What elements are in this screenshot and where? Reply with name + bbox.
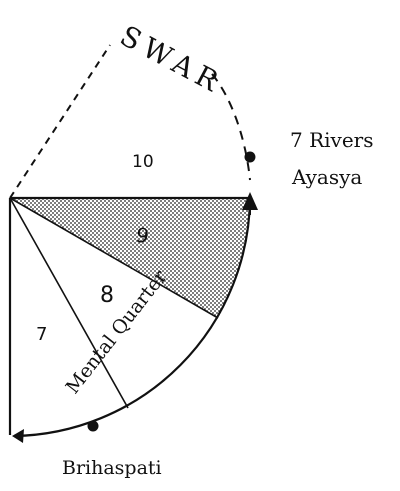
brihaspati-dot: [87, 420, 99, 432]
ayasya-label: Ayasya: [291, 165, 362, 189]
rivers-label: 7 Rivers: [290, 128, 374, 152]
swar-dashed-arc: [9, 44, 111, 199]
rivers-dot: [244, 151, 256, 163]
sector-7-label: 7: [36, 324, 47, 345]
sector-9-label: 9: [134, 223, 151, 249]
radius-9-8: [9, 197, 219, 319]
sector-8-label: 8: [100, 283, 114, 308]
swar-dashed-outer-arc: [211, 73, 251, 181]
swar-label: SWAR: [115, 19, 229, 101]
radius-8-7: [9, 197, 129, 409]
sector-10-label: 10: [132, 152, 154, 172]
bottom-arrowhead: [12, 429, 24, 443]
main-arc: [13, 197, 252, 438]
brihaspati-label: Brihaspati: [62, 457, 162, 479]
sector-9-shading: [10, 198, 251, 318]
mental-quarter-label: Mental Quarter: [62, 265, 172, 398]
